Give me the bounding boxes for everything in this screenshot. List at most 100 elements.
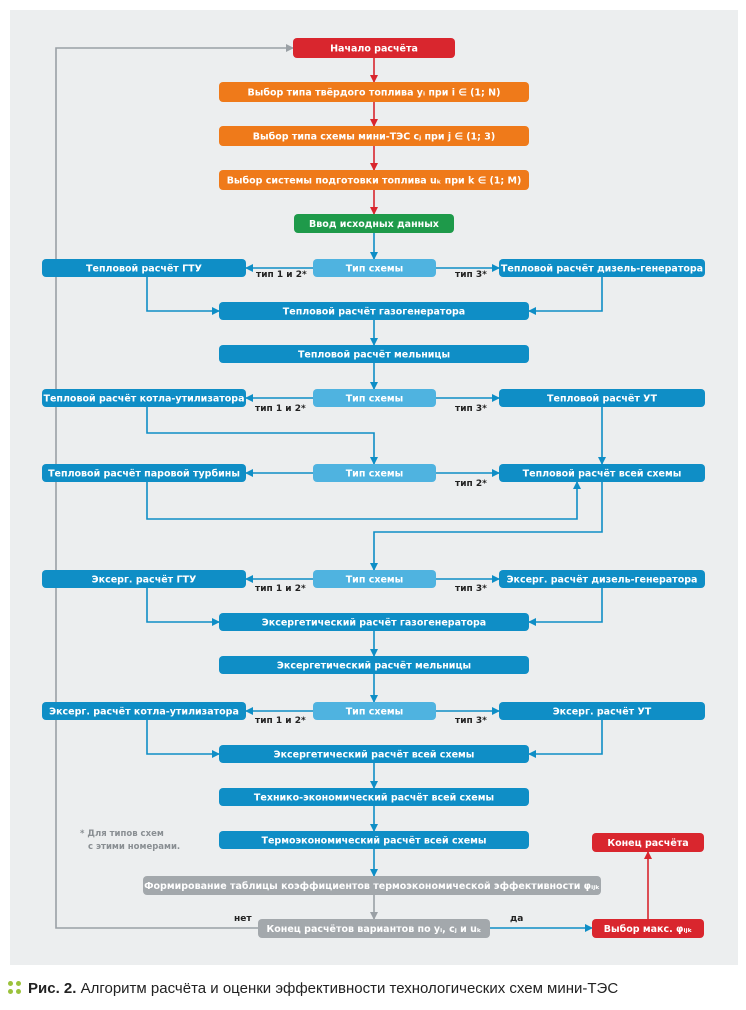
edge-loop-back <box>55 44 294 929</box>
node-steam: Тепловой расчёт паровой турбины <box>42 464 246 482</box>
node-tech-econ: Технико-экономический расчёт всей схемы <box>219 788 529 806</box>
node-label: Тип схемы <box>346 264 404 275</box>
edge-label-d3-right: тип 2* <box>455 479 487 489</box>
node-d4: Тип схемы <box>313 570 436 588</box>
node-label: Технико-экономический расчёт всей схемы <box>254 793 494 804</box>
node-label: Эксерг. расчёт УТ <box>553 707 652 718</box>
node-box <box>219 656 529 674</box>
edge-exgtu-exgasgen <box>146 588 220 626</box>
node-whole: Тепловой расчёт всей схемы <box>499 464 705 482</box>
node-box <box>499 389 705 407</box>
node-box <box>42 389 246 407</box>
node-label: Выбор типа твёрдого топлива yᵢ при i ∈ (… <box>248 88 501 99</box>
node-input-data: Ввод исходных данных <box>294 214 454 233</box>
node-label: Тип схемы <box>346 394 404 405</box>
node-fuel-prep: Выбор системы подготовки топлива uₖ при … <box>219 170 529 190</box>
edge-label-d1-left: тип 1 и 2* <box>256 270 307 280</box>
node-box <box>143 876 601 895</box>
edge-label-no: нет <box>234 914 252 924</box>
node-label: Конец расчёта <box>607 838 688 849</box>
footnote-line-1: * Для типов схем <box>80 829 164 839</box>
node-d2: Тип схемы <box>313 389 436 407</box>
node-ex-diesel: Эксерг. расчёт дизель-генератора <box>499 570 705 588</box>
node-label: Тип схемы <box>346 707 404 718</box>
node-box <box>592 919 704 938</box>
edge-steam-whole <box>146 481 581 520</box>
edge-label-d4-left: тип 1 и 2* <box>255 584 306 594</box>
node-ex-ut: Эксерг. расчёт УТ <box>499 702 705 720</box>
node-ex-whole: Эксергетический расчёт всей схемы <box>219 745 529 763</box>
node-box <box>42 570 246 588</box>
node-label: Тепловой расчёт УТ <box>547 394 657 405</box>
node-label: Эксерг. расчёт ГТУ <box>92 575 197 586</box>
node-box <box>313 702 436 720</box>
node-label: Тепловой расчёт ГТУ <box>86 264 203 275</box>
node-box <box>499 702 705 720</box>
edge-exdiesel-exgasgen <box>528 588 603 626</box>
edge-boiler-d3 <box>146 407 378 465</box>
node-box <box>293 38 455 58</box>
node-box <box>42 464 246 482</box>
node-box <box>219 302 529 320</box>
node-table: Формирование таблицы коэффициентов термо… <box>143 876 601 895</box>
node-box <box>219 745 529 763</box>
node-box <box>219 126 529 146</box>
node-box <box>219 613 529 631</box>
footnote: * Для типов схем с этими номерами. <box>80 829 180 852</box>
node-box <box>42 702 246 720</box>
node-ex-boiler: Эксерг. расчёт котла-утилизатора <box>42 702 246 720</box>
node-thermo-econ: Термоэкономический расчёт всей схемы <box>219 831 529 849</box>
node-box <box>219 82 529 102</box>
node-ex-mill: Эксергетический расчёт мельницы <box>219 656 529 674</box>
node-label: Эксергетический расчёт мельницы <box>277 661 471 672</box>
edge-label-d4-right: тип 3* <box>455 584 487 594</box>
node-end: Конец расчёта <box>592 833 704 852</box>
node-label: Тепловой расчёт котла-утилизатора <box>43 394 244 405</box>
node-fuel-type: Выбор типа твёрдого топлива yᵢ при i ∈ (… <box>219 82 529 102</box>
footnote-line-2: с этими номерами. <box>88 842 180 852</box>
edge-label-d2-left: тип 1 и 2* <box>255 404 306 414</box>
node-box <box>313 259 436 277</box>
node-box <box>313 570 436 588</box>
edge-exboiler-exwhole <box>146 720 220 758</box>
node-label: Начало расчёта <box>330 44 418 55</box>
node-choose-max: Выбор макс. φᵢⱼₖ <box>592 919 704 938</box>
node-box <box>219 831 529 849</box>
edge-label-d5-left: тип 1 и 2* <box>255 716 306 726</box>
connectors <box>55 44 652 932</box>
node-label: Конец расчётов вариантов по yᵢ, cⱼ и uₖ <box>267 924 482 935</box>
node-box <box>499 464 705 482</box>
node-label: Тепловой расчёт всей схемы <box>523 469 682 480</box>
node-label: Эксергетический расчёт газогенератора <box>262 618 486 629</box>
node-gasgen: Тепловой расчёт газогенератора <box>219 302 529 320</box>
edge-label-d1-right: тип 3* <box>455 270 487 280</box>
caption-dots-icon <box>8 981 22 995</box>
node-box <box>499 259 705 277</box>
caption-prefix: Рис. 2. <box>28 980 77 997</box>
node-label: Формирование таблицы коэффициентов термо… <box>144 881 600 892</box>
figure-caption: Рис. 2. Алгоритм расчёта и оценки эффект… <box>8 979 738 1001</box>
edge-gtu-gasgen <box>146 277 220 315</box>
caption-text: Алгоритм расчёта и оценки эффективности … <box>76 980 619 997</box>
node-end-loop: Конец расчётов вариантов по yᵢ, cⱼ и uₖ <box>258 919 490 938</box>
node-box <box>313 389 436 407</box>
node-label: Термоэкономический расчёт всей схемы <box>261 836 486 847</box>
node-label: Ввод исходных данных <box>309 219 439 230</box>
edge-label-d5-right: тип 3* <box>455 716 487 726</box>
node-d1: Тип схемы <box>313 259 436 277</box>
edge-whole-d4 <box>370 482 603 571</box>
node-label: Тепловой расчёт дизель-генератора <box>501 264 703 275</box>
node-box <box>219 345 529 363</box>
node-box <box>313 464 436 482</box>
node-start: Начало расчёта <box>293 38 455 58</box>
edge-label-yes: да <box>510 914 523 924</box>
edge-labels: тип 1 и 2* тип 3* тип 1 и 2* тип 3* тип … <box>234 270 523 924</box>
node-label: Тип схемы <box>346 469 404 480</box>
node-box <box>294 214 454 233</box>
node-box <box>592 833 704 852</box>
node-label: Тип схемы <box>346 575 404 586</box>
node-d5: Тип схемы <box>313 702 436 720</box>
node-box <box>219 170 529 190</box>
